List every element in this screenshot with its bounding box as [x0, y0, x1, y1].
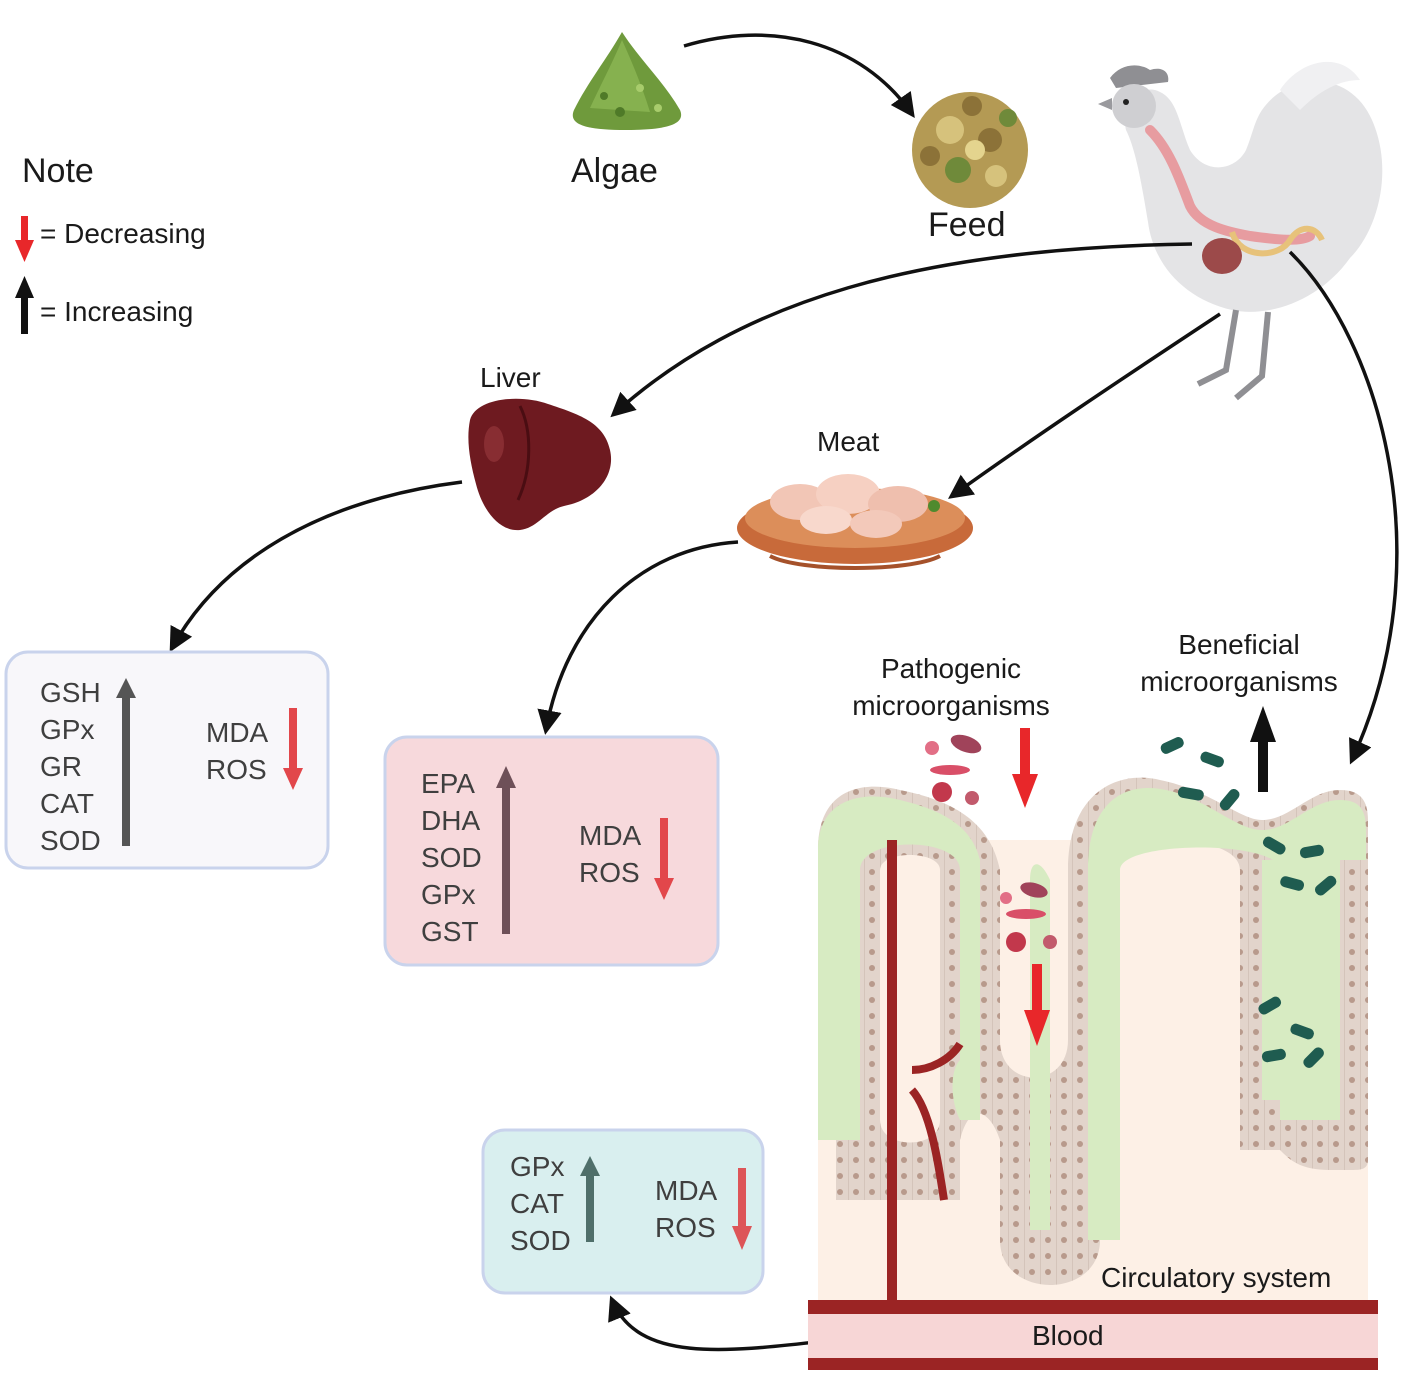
villus-core [818, 796, 980, 1140]
blood-increase-arrow [580, 1156, 600, 1242]
feed-illustration [912, 92, 1028, 208]
legend-increase-arrow [15, 276, 34, 334]
circulatory-system-label: Circulatory system [1101, 1262, 1332, 1293]
legend-decrease-arrow [15, 216, 34, 262]
liver-increased-item: GSH [40, 677, 101, 708]
meat-decreased-item: ROS [579, 857, 640, 888]
liver-increased-item: SOD [40, 825, 101, 856]
capillary [911, 1041, 964, 1074]
meat-increased-item: GST [421, 916, 479, 947]
villus-core [1262, 860, 1330, 1100]
bacterium [1290, 1023, 1314, 1040]
feed-label: Feed [928, 206, 1006, 244]
capillary [908, 1087, 948, 1201]
arrow-meat-to-box [537, 540, 739, 735]
blood-increased-item: CAT [510, 1188, 564, 1219]
blood-decrease-arrow [732, 1168, 752, 1250]
blood-vessel-top [808, 1300, 1378, 1314]
bacterium [1303, 1047, 1324, 1068]
pathogenic-label-line2: microorganisms [852, 690, 1050, 721]
meat-increased-item: EPA [421, 768, 475, 799]
arrow-chicken-to-gut [1288, 250, 1399, 765]
legend-title: Note [22, 152, 94, 190]
bacterium [1262, 836, 1286, 855]
algae-label: Algae [571, 152, 658, 190]
liver-decreased-list: MDA ROS [206, 714, 268, 788]
bacterium [1314, 875, 1337, 896]
meat-increased-item: SOD [421, 842, 482, 873]
beneficial-increase-arrow [1250, 706, 1276, 792]
bacterium [1299, 844, 1324, 859]
pathogen-decrease-arrow [1012, 728, 1038, 808]
liver-increased-list: GSH GPx GR CAT SOD [40, 674, 101, 859]
meat-increased-item: DHA [421, 805, 481, 836]
bacterium [1280, 876, 1305, 891]
meat-results: EPA DHA SOD GPx GST MDA ROS [385, 737, 718, 965]
legend-decreasing-label: = Decreasing [40, 218, 206, 249]
liver-results: GSH GPx GR CAT SOD MDA ROS [6, 652, 328, 868]
liver-illustration [468, 398, 612, 531]
meat-results-box [383, 735, 720, 967]
meat-decreased-list: MDA ROS [579, 817, 641, 891]
arrow-chicken-to-liver [610, 242, 1193, 418]
liver-increase-arrow [116, 678, 136, 846]
blood-increased-item: SOD [510, 1225, 571, 1256]
beneficial-microbes [1160, 737, 1337, 1068]
blood-vessel-bottom [808, 1358, 1378, 1370]
flow-arrows [169, 33, 1399, 1352]
arrow-chicken-to-meat [948, 312, 1221, 499]
intestine-illustration [808, 777, 1378, 1370]
liver-decreased-item: MDA [206, 717, 269, 748]
liver-increased-item: GPx [40, 714, 95, 745]
meat-decreased-item: MDA [579, 820, 642, 851]
meat-increase-arrow [496, 766, 516, 934]
liver-decrease-arrow [283, 708, 303, 790]
meat-increased-list: EPA DHA SOD GPx GST [421, 765, 482, 950]
beneficial-label-line1: Beneficial [1178, 629, 1300, 660]
blood-decreased-list: MDA ROS [655, 1172, 717, 1246]
arrow-algae-to-feed [683, 33, 915, 119]
pathogen-cluster [1000, 882, 1057, 952]
liver-label: Liver [480, 362, 541, 393]
beneficial-label-line2: microorganisms [1140, 666, 1338, 697]
algae-illustration [572, 32, 682, 130]
blood-increased-list: GPx CAT SOD [510, 1148, 571, 1259]
blood-results-box [481, 1128, 765, 1295]
bacterium [1200, 751, 1224, 768]
arrow-liver-to-box [169, 480, 463, 653]
pathogenic-microbes [925, 734, 1057, 952]
blood-increased-item: GPx [510, 1151, 565, 1182]
liver-results-box [4, 650, 330, 870]
pathogen-decrease-arrow [1024, 964, 1050, 1046]
pathogenic-label: Pathogenic microorganisms [833, 650, 1069, 724]
blood-label: Blood [1032, 1320, 1104, 1351]
liver-decreased-item: ROS [206, 754, 267, 785]
legend-increasing-label: = Increasing [40, 296, 194, 327]
bacterium [1177, 786, 1204, 801]
villus-core [1030, 864, 1050, 1230]
meat-label: Meat [817, 426, 880, 457]
chicken-illustration [1098, 61, 1383, 401]
bacterium [1160, 737, 1184, 754]
blood-decreased-item: MDA [655, 1175, 718, 1206]
beneficial-label: Beneficial microorganisms [1120, 626, 1358, 700]
blood-plasma [808, 1314, 1378, 1358]
bacterium [1258, 996, 1282, 1015]
liver-increased-item: GR [40, 751, 82, 782]
pathogen-cluster [925, 734, 982, 805]
meat-illustration [737, 474, 973, 570]
liver-increased-item: CAT [40, 788, 94, 819]
meat-decrease-arrow [654, 818, 674, 900]
bacterium [1261, 1048, 1286, 1063]
pathogenic-label-line1: Pathogenic [880, 653, 1022, 684]
blood-results: GPx CAT SOD MDA ROS [483, 1130, 763, 1293]
blood-decreased-item: ROS [655, 1212, 716, 1243]
bacterium [1219, 788, 1240, 811]
meat-increased-item: GPx [421, 879, 476, 910]
